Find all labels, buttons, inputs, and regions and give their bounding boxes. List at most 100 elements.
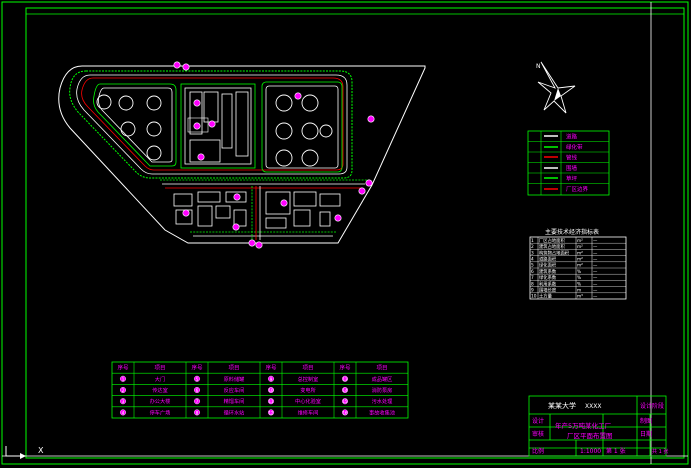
title-block-text: 某某大学 XXXX 设计阶段 设计 审核 年产5万吨某化工厂 厂区平面布置图 制… (532, 401, 668, 455)
indicator-cell: — (593, 276, 598, 281)
indicator-cell: m (577, 289, 581, 294)
central-process-area (180, 83, 256, 169)
indicator-cell: 围墙长度 (539, 287, 557, 294)
building-list-cell: 总控制室 (298, 375, 319, 383)
building (175, 209, 193, 225)
building-list-header: 序号 (191, 364, 203, 372)
legend-text: 围墙 (566, 164, 578, 172)
building-list-cell: 6 (196, 388, 199, 393)
building-list-cell: 3 (122, 399, 125, 404)
building-list-cell: 2 (122, 388, 125, 393)
indicator-cell: 3 (531, 250, 534, 256)
indicator-cell: — (593, 251, 598, 256)
tank-farm-left-dike (93, 83, 177, 167)
marker (197, 153, 205, 161)
indicator-cell: 1 (531, 238, 534, 244)
indicator-cell: m² (577, 245, 583, 250)
building-list-marker (342, 409, 349, 416)
building-list-cell: 循环水站 (224, 408, 245, 416)
marker (294, 92, 302, 100)
title-block (528, 395, 667, 457)
marker (173, 61, 181, 69)
marker (365, 179, 373, 187)
tank (118, 95, 134, 111)
school-name-en: XXXX (585, 403, 601, 410)
building (225, 191, 247, 203)
building-list-cell: 成品罐区 (372, 375, 393, 383)
building-list-cell: 16 (342, 410, 348, 415)
indicator-cell: m³ (577, 294, 583, 300)
building-list-marker (342, 375, 349, 382)
tank (275, 122, 293, 140)
tank (275, 149, 293, 167)
sheet-label: 第 1 张 (606, 447, 626, 455)
scale-label: 比例 (532, 447, 544, 455)
building-list-cell: 停车广场 (150, 408, 171, 416)
building-list-cell: 10 (268, 388, 274, 393)
building-list-cell: 精馏车间 (224, 397, 245, 405)
building-list-marker (193, 387, 200, 394)
tank (120, 121, 136, 137)
building-list-cell: 15 (342, 399, 348, 404)
process-unit (189, 139, 221, 163)
tank-farm-left-inner (98, 87, 173, 163)
indicator-cell: 7 (531, 275, 534, 281)
building (293, 191, 317, 207)
building-list-header: 序号 (117, 364, 129, 372)
indicator-cell: — (593, 239, 598, 244)
building-list-cell: 7 (196, 399, 199, 404)
site-boundary (58, 65, 426, 244)
indicator-cell: 9 (531, 288, 534, 294)
building-list-marker (268, 387, 275, 394)
building (197, 191, 221, 203)
marker (182, 209, 190, 217)
process-unit (203, 91, 219, 123)
building-list-header: 序号 (265, 364, 277, 372)
building-list-cell: 维修车间 (298, 408, 319, 416)
indicator-cell: 绿化系数 (539, 274, 557, 281)
total-label: 共 1 张 (652, 448, 668, 455)
building-list-marker (193, 398, 200, 405)
building-list-marker (268, 409, 275, 416)
indicator-cell: 8 (531, 281, 534, 287)
indicator-cell: 建筑占地面积 (539, 243, 565, 250)
process-unit (235, 91, 249, 157)
indicator-cell: — (593, 295, 598, 300)
building-list-header: 项目 (228, 365, 239, 372)
building-list-cell: 反应车间 (224, 386, 245, 394)
building-list-marker (268, 375, 275, 382)
building (265, 191, 291, 215)
north-label: N (536, 63, 541, 70)
building-list-cell: 13 (342, 377, 348, 382)
drawn-label: 制图 (640, 417, 652, 425)
lower-zone (160, 179, 370, 240)
indicator-cell: — (593, 264, 598, 269)
marker (367, 115, 375, 123)
indicator-cell: m² (577, 239, 583, 244)
indicator-cell: — (593, 270, 598, 275)
tank (96, 94, 112, 110)
road-ring-white (76, 74, 348, 175)
marker (182, 63, 190, 71)
building-list-cell: 11 (268, 399, 274, 404)
building-list-marker (193, 375, 200, 382)
process-unit (221, 93, 233, 149)
coordinate-label: X (38, 446, 44, 455)
building-list-cell: 4 (122, 410, 125, 415)
building-list-cell: 污水处理 (372, 397, 394, 405)
legend-text: 道路 (566, 133, 578, 141)
indicator-cell: 构筑物占地面积 (539, 249, 570, 256)
building-list-cell: 中心化验室 (295, 397, 321, 405)
building-list-cell: 原料储罐 (224, 375, 245, 383)
building (293, 209, 311, 227)
tank (319, 124, 333, 138)
indicator-cell: % (577, 281, 581, 287)
building-list-header: 项目 (302, 365, 313, 372)
marker (233, 193, 241, 201)
building (319, 211, 331, 227)
indicator-cell: 6 (531, 269, 534, 275)
building-list-cell: 8 (196, 410, 199, 415)
